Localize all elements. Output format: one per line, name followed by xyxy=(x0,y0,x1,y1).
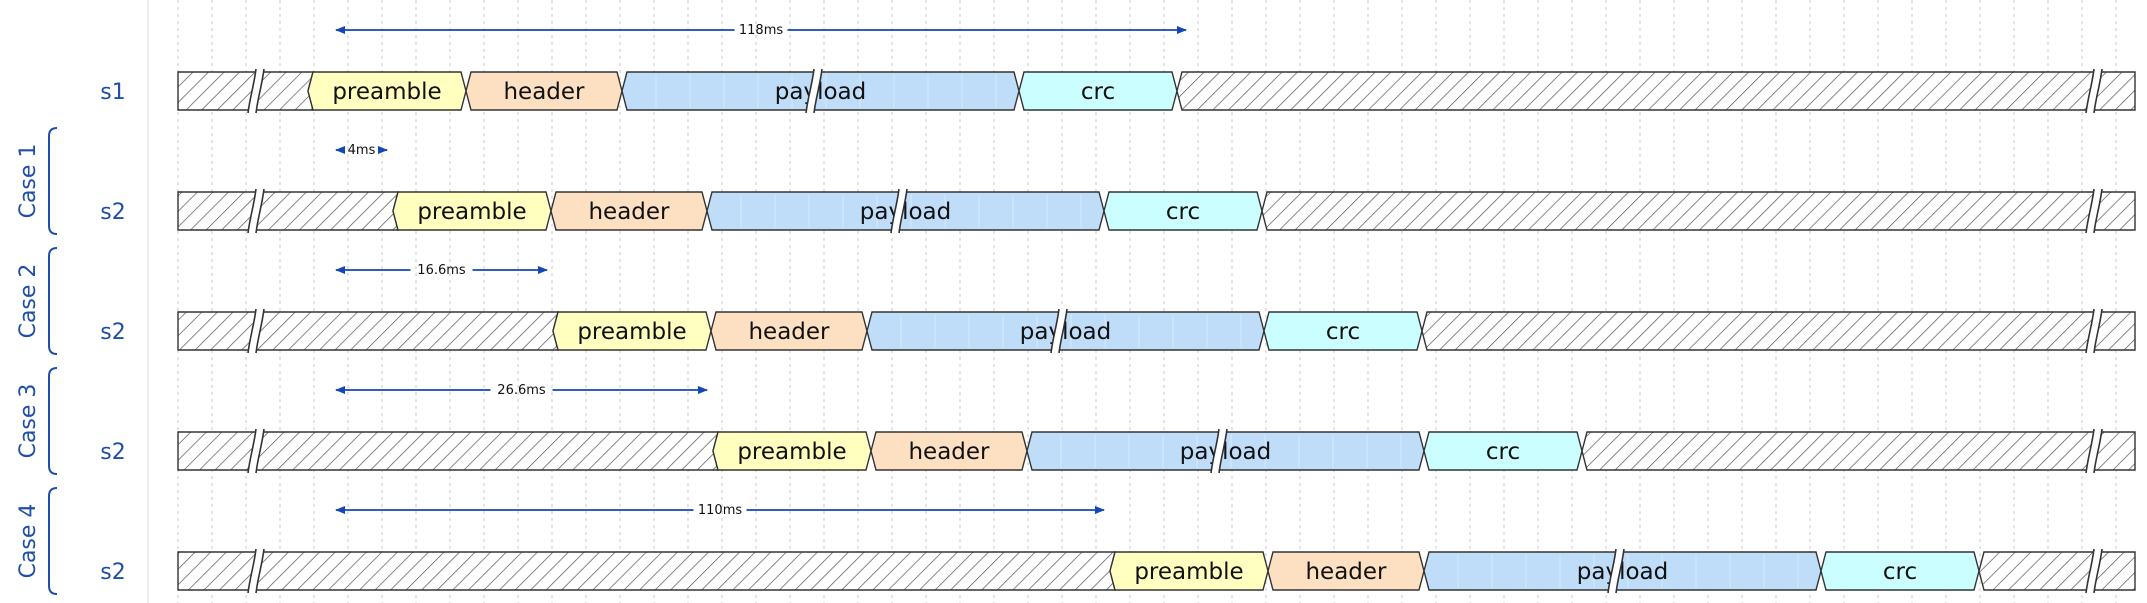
delay-arrow: 110ms xyxy=(335,503,1105,518)
idle-region-after xyxy=(1978,551,2136,591)
case-label: Case 2 xyxy=(16,264,41,339)
signal-row-5: s2 110ms preamble header payload crc xyxy=(100,503,2136,594)
crc-label: crc xyxy=(1081,79,1115,105)
preamble-segment: preamble xyxy=(307,71,467,111)
delay-label: 110ms xyxy=(698,503,742,518)
time-break-mark xyxy=(1050,308,1068,354)
payload-segment: payload xyxy=(1026,428,1425,474)
preamble-label: preamble xyxy=(417,199,526,225)
case-label: Case 1 xyxy=(16,144,41,219)
idle-region-before xyxy=(177,551,1116,591)
header-segment: header xyxy=(870,431,1028,471)
delay-label: 4ms xyxy=(348,143,376,158)
payload-label: payload xyxy=(1180,439,1271,465)
case-3-group: Case 3 xyxy=(16,367,58,475)
signal-label: s2 xyxy=(100,320,125,345)
signal-label: s2 xyxy=(100,200,125,225)
time-break-mark xyxy=(2085,428,2103,474)
header-segment: header xyxy=(550,191,708,231)
crc-label: crc xyxy=(1326,319,1360,345)
payload-segment: payload xyxy=(866,308,1265,354)
case-1-group: Case 1 xyxy=(16,127,58,235)
preamble-segment: preamble xyxy=(1109,551,1269,591)
header-label: header xyxy=(588,199,670,225)
idle-region-after xyxy=(1176,71,2136,111)
preamble-label: preamble xyxy=(577,319,686,345)
payload-segment: payload xyxy=(621,68,1020,114)
crc-label: crc xyxy=(1166,199,1200,225)
time-break-mark xyxy=(247,308,265,354)
header-segment: header xyxy=(710,311,868,351)
delay-label: 16.6ms xyxy=(417,263,466,278)
idle-region-before xyxy=(177,191,399,231)
delay-arrow: 26.6ms xyxy=(335,383,708,398)
crc-segment: crc xyxy=(1263,311,1423,351)
signal-label: s1 xyxy=(100,80,125,105)
payload-label: payload xyxy=(775,79,866,105)
crc-segment: crc xyxy=(1820,551,1980,591)
signal-row-2: s2 4ms preamble header payload crc xyxy=(100,143,2136,234)
header-label: header xyxy=(503,79,585,105)
signal-row-4: s2 26.6ms preamble header payload crc xyxy=(100,383,2136,474)
delay-arrow: 4ms xyxy=(335,143,388,158)
signal-row-1: s1 118ms preamble header payload crc xyxy=(100,23,2136,114)
signal-row-3: s2 16.6ms preamble header payload crc xyxy=(100,263,2136,354)
preamble-label: preamble xyxy=(332,79,441,105)
time-break-mark xyxy=(247,68,265,114)
header-label: header xyxy=(1305,559,1387,585)
case-4-group: Case 4 xyxy=(16,487,58,595)
time-break-mark xyxy=(247,428,265,474)
crc-segment: crc xyxy=(1423,431,1583,471)
idle-region-before xyxy=(177,311,559,351)
case-label: Case 3 xyxy=(16,384,41,459)
payload-label: payload xyxy=(1577,559,1668,585)
preamble-label: preamble xyxy=(1134,559,1243,585)
crc-segment: crc xyxy=(1018,71,1178,111)
payload-label: payload xyxy=(1020,319,1111,345)
case-label: Case 4 xyxy=(16,504,41,579)
time-break-mark xyxy=(1607,548,1625,594)
signal-label: s2 xyxy=(100,440,125,465)
time-break-mark xyxy=(2085,308,2103,354)
payload-label: payload xyxy=(860,199,951,225)
idle-region-after xyxy=(1581,431,2136,471)
time-break-mark xyxy=(890,188,908,234)
delay-arrow: 118ms xyxy=(335,23,1187,38)
signal-rows: s1 118ms preamble header payload crc s2 4ms prea… xyxy=(100,23,2136,594)
header-label: header xyxy=(748,319,830,345)
crc-label: crc xyxy=(1883,559,1917,585)
time-break-mark xyxy=(247,188,265,234)
preamble-segment: preamble xyxy=(712,431,872,471)
case-2-group: Case 2 xyxy=(16,247,58,355)
idle-region-after xyxy=(1261,191,2136,231)
header-segment: header xyxy=(465,71,623,111)
case-bracket xyxy=(48,367,58,475)
payload-segment: payload xyxy=(706,188,1105,234)
time-break-mark xyxy=(247,548,265,594)
signal-label: s2 xyxy=(100,560,125,585)
preamble-segment: preamble xyxy=(552,311,712,351)
time-break-mark xyxy=(2085,548,2103,594)
preamble-label: preamble xyxy=(737,439,846,465)
case-bracket xyxy=(48,127,58,235)
case-bracket xyxy=(48,487,58,595)
crc-segment: crc xyxy=(1103,191,1263,231)
payload-segment: payload xyxy=(1423,548,1822,594)
case-bracket xyxy=(48,247,58,355)
header-label: header xyxy=(908,439,990,465)
time-break-mark xyxy=(805,68,823,114)
time-break-mark xyxy=(2085,68,2103,114)
preamble-segment: preamble xyxy=(392,191,552,231)
header-segment: header xyxy=(1267,551,1425,591)
idle-region-before xyxy=(177,71,314,111)
time-break-mark xyxy=(2085,188,2103,234)
idle-region-after xyxy=(1421,311,2136,351)
delay-label: 26.6ms xyxy=(497,383,546,398)
case-labels: Case 1 Case 2 Case 3 Case 4 xyxy=(16,127,58,595)
delay-arrow: 16.6ms xyxy=(335,263,548,278)
time-break-mark xyxy=(1210,428,1228,474)
crc-label: crc xyxy=(1486,439,1520,465)
delay-label: 118ms xyxy=(739,23,783,38)
